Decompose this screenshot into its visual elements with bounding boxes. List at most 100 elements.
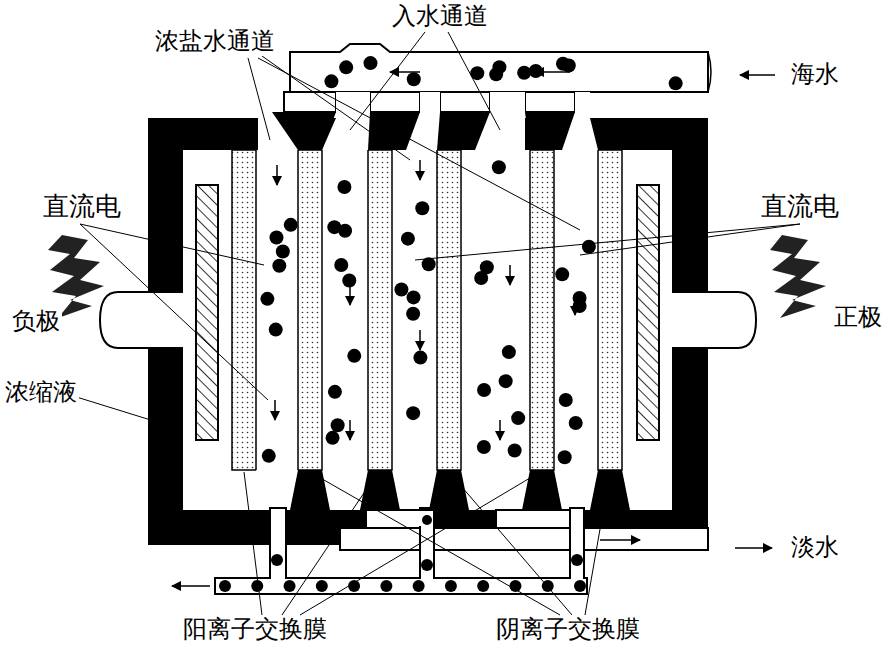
ion-dot: [582, 240, 596, 254]
power-symbol: [48, 235, 104, 318]
ion-dot: [328, 385, 342, 399]
electrode-tab: [146, 293, 186, 347]
cation-membrane: [530, 150, 554, 470]
ion-dot: [326, 431, 340, 445]
ion-dot: [394, 283, 408, 297]
ion-dot: [511, 411, 525, 425]
ion-dot: [324, 74, 338, 88]
ion-dot: [284, 218, 298, 232]
ion-dot: [271, 554, 283, 566]
label-text: 浓盐水通道: [153, 28, 277, 56]
ion-dot: [413, 580, 425, 592]
negative-electrode: [196, 185, 218, 440]
ion-dot: [508, 444, 522, 458]
leader-lines: [70, 32, 800, 615]
ion-dot: [380, 580, 392, 592]
membranes: [232, 150, 622, 470]
seawater-pipe: [290, 44, 708, 95]
ion-dot: [422, 515, 432, 525]
ion-dot: [348, 580, 360, 592]
cation-membrane: [368, 150, 392, 470]
positive-electrode: [637, 185, 659, 440]
ion-dot: [327, 220, 341, 234]
ion-dot: [574, 580, 586, 592]
brine-pipe: [215, 578, 587, 594]
ion-dot: [272, 259, 286, 273]
ion-dot: [492, 160, 506, 174]
ion-dot: [477, 580, 489, 592]
housing: [148, 118, 708, 545]
ion-dot: [509, 580, 521, 592]
ion-dot: [573, 299, 587, 313]
ion-dot: [363, 56, 377, 70]
electrode-tab: [670, 293, 710, 347]
ion-dot: [284, 580, 296, 592]
ion-dot: [477, 440, 491, 454]
ion-dot: [334, 258, 348, 272]
ion-dot: [269, 323, 283, 337]
fresh-water-pipe: [340, 528, 708, 550]
ion-dot: [413, 351, 427, 365]
anion-membrane: [437, 150, 461, 470]
ion-dot: [470, 66, 484, 80]
label-text: 正极: [832, 304, 884, 332]
ion-dot: [502, 345, 516, 359]
ion-dot: [474, 271, 488, 285]
label-text: 直流电: [41, 192, 123, 222]
label-text: 海水: [789, 61, 841, 89]
label-text: 直流电: [759, 192, 841, 222]
outlets: [215, 470, 708, 594]
ion-dot: [542, 580, 554, 592]
ion-dot: [251, 580, 263, 592]
label-text: 阴离子交换膜: [494, 616, 642, 644]
ion-dot: [415, 201, 429, 215]
ion-dot: [669, 76, 683, 90]
anion-membrane: [298, 150, 322, 470]
ion-dot: [260, 292, 274, 306]
label-text: 浓缩液: [3, 379, 79, 407]
ion-dot: [517, 66, 531, 80]
ion-dot: [555, 267, 569, 281]
label-text: 负极: [10, 308, 62, 336]
ion-dot: [407, 290, 421, 304]
ion-dot: [347, 349, 361, 363]
ion-dot: [406, 307, 420, 321]
ion-dot: [219, 580, 231, 592]
ion-dot: [269, 230, 283, 244]
label-text: 淡水: [789, 534, 841, 562]
flow-arrows: [172, 72, 775, 586]
cation-membrane: [232, 150, 256, 470]
ion-dot: [421, 559, 433, 571]
ions: [219, 56, 683, 592]
label-text: 入水通道: [390, 3, 490, 31]
ion-dot: [401, 232, 415, 246]
channel-inlets: [258, 92, 598, 150]
label-text: 阳离子交换膜: [181, 616, 329, 644]
electrode-tab: [706, 292, 756, 348]
ion-dot: [445, 580, 457, 592]
ion-dot: [339, 60, 353, 74]
ion-dot: [499, 374, 513, 388]
ion-dot: [337, 180, 351, 194]
electrode-tab: [100, 292, 150, 348]
ion-dot: [558, 450, 572, 464]
ion-dot: [342, 274, 356, 288]
ion-dot: [492, 60, 506, 74]
pipe-end: [708, 52, 711, 92]
ion-dot: [276, 244, 290, 258]
ion-dot: [422, 257, 436, 271]
ion-dot: [316, 580, 328, 592]
ion-dot: [571, 554, 583, 566]
anion-membrane: [598, 150, 622, 470]
ion-dot: [569, 416, 583, 430]
ion-dot: [477, 383, 491, 397]
power-symbol: [770, 235, 826, 318]
ion-dot: [262, 449, 276, 463]
housing-inner: [183, 150, 672, 510]
ion-dot: [559, 393, 573, 407]
electrode-tab: [658, 292, 672, 348]
ion-dot: [331, 418, 345, 432]
